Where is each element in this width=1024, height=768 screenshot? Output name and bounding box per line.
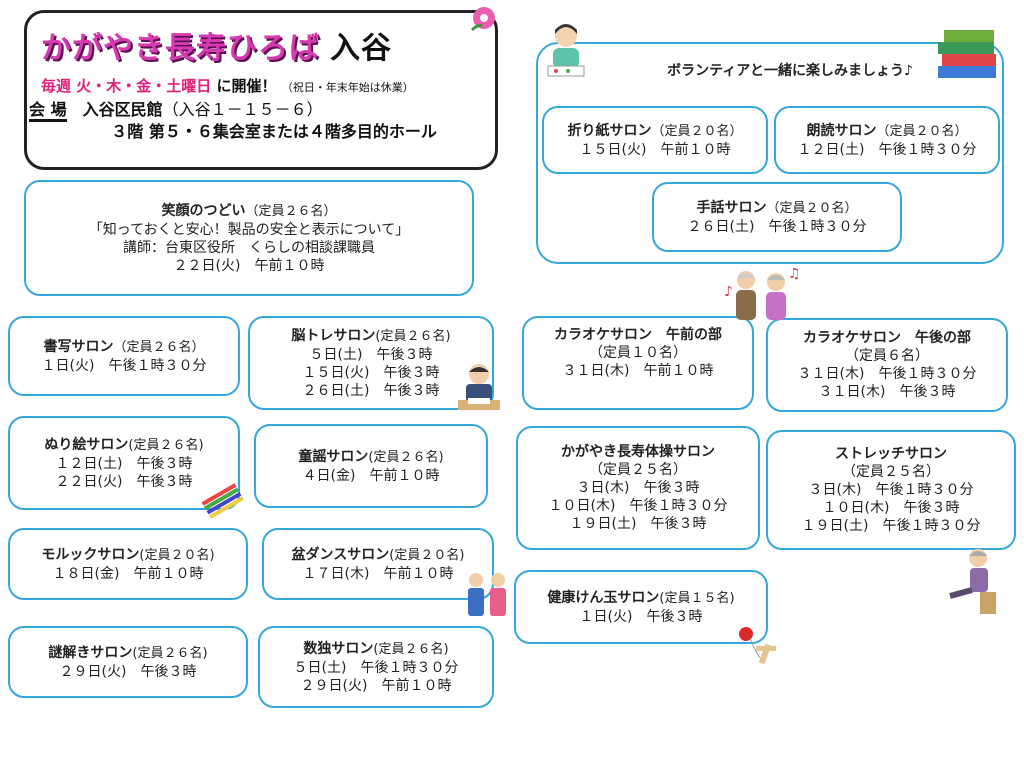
event-line: ２６日(土) 午後３時 — [302, 382, 440, 399]
event-noutore: 脳トレサロン(定員２６名) ５日(土) 午後３時 １５日(火) 午後３時 ２６日… — [248, 316, 494, 410]
volunteer-drawing-icon — [547, 24, 585, 77]
event-title: 健康けん玉サロン(定員１５名) — [547, 589, 735, 606]
event-line: １５日(火) 午前１０時 — [579, 141, 731, 158]
open-note: （祝日・年末年始は休業） — [281, 81, 414, 94]
event-title: かがやき長寿体操サロン — [561, 444, 715, 460]
event-line: ２６日(土) 午後１時３０分 — [687, 218, 867, 235]
bon-dance-kids-icon — [468, 573, 506, 616]
header-panel: かがやき長寿ひろば入谷 毎週 火・木・金・土曜日 に開催！ （祝日・年末年始は休… — [24, 10, 498, 170]
event-line: （定員１０名） — [589, 345, 687, 361]
event-title: ストレッチサロン — [835, 446, 947, 462]
event-title: 書写サロン（定員２６名） — [43, 338, 205, 355]
event-line: １日(火) 午後３時 — [579, 608, 703, 625]
event-line: （定員２５名） — [842, 464, 940, 480]
books-icon — [938, 30, 996, 78]
event-douyou: 童謡サロン(定員２６名) ４日(金) 午前１０時 — [254, 424, 488, 508]
event-title: モルックサロン(定員２０名) — [41, 546, 215, 563]
colored-pencils-icon — [201, 483, 244, 519]
event-line: ２９日(火) 午前１０時 — [300, 677, 452, 694]
event-line: １８日(金) 午前１０時 — [52, 565, 204, 582]
event-title: 折り紙サロン（定員２０名） — [567, 122, 743, 139]
event-line: １９日(土) 午後３時 — [569, 516, 707, 532]
event-line: １２日(土) 午後１時３０分 — [797, 141, 977, 158]
event-bondance: 盆ダンスサロン(定員２０名) １７日(木) 午前１０時 — [262, 528, 494, 600]
event-line: １７日(木) 午前１０時 — [302, 565, 454, 582]
morning-glory-icon — [470, 7, 495, 32]
event-line: ３日(木) 午後３時 — [576, 480, 700, 496]
volunteer-section — [536, 42, 1004, 264]
event-line: （定員２５名） — [589, 462, 687, 478]
stretching-woman-icon — [949, 549, 996, 614]
event-title: 童謡サロン(定員２６名) — [298, 448, 444, 465]
event-title: カラオケサロン 午前の部 — [554, 327, 722, 343]
event-line: ２９日(火) 午後３時 — [59, 663, 197, 680]
event-line: ５日(土) 午後１時３０分 — [293, 659, 459, 676]
title-text: かがやき長寿ひろば — [41, 31, 320, 66]
venue-info: 会 場 入谷区民館（入谷１－１５－６） ３階 第５・６集会室または４階多目的ホー… — [29, 99, 437, 143]
event-stretch: ストレッチサロン （定員２５名） ３日(木) 午後１時３０分 １０日(木) 午後… — [766, 430, 1016, 550]
open-days: 火・木・金・土曜日 — [76, 77, 212, 95]
event-sudoku: 数独サロン(定員２６名) ５日(土) 午後１時３０分 ２９日(火) 午前１０時 — [258, 626, 494, 708]
svg-text:♪: ♪ — [724, 284, 733, 300]
event-title: 脳トレサロン(定員２６名) — [291, 327, 451, 344]
karaoke-singers-icon: ♪♫ — [724, 266, 801, 320]
brain-training-man-icon — [458, 364, 500, 410]
event-nurie: ぬり絵サロン(定員２６名) １２日(土) 午後３時 ２２日(火) 午後３時 — [8, 416, 240, 510]
event-roudoku: 朗読サロン（定員２０名） １２日(土) 午後１時３０分 — [774, 106, 1000, 174]
svg-text:♫: ♫ — [788, 266, 801, 282]
open-suffix: に開催！ — [216, 77, 277, 95]
event-line: ３１日(木) 午後３時 — [818, 384, 956, 400]
event-line: ２２日(火) 午後３時 — [55, 473, 193, 490]
event-line: １５日(火) 午後３時 — [302, 364, 440, 381]
event-title: 謎解きサロン(定員２６名) — [48, 644, 208, 661]
venue-name: 入谷区民館 — [82, 100, 163, 119]
event-line: 講師：台東区役所 くらしの相談課職員 — [123, 239, 375, 256]
event-karaoke-am: カラオケサロン 午前の部 （定員１０名） ３１日(木) 午前１０時 — [522, 316, 754, 410]
event-line: １日(火) 午後１時３０分 — [41, 357, 207, 374]
volunteer-title: ボランティアと一緒に楽しみましょう♪ — [667, 63, 913, 79]
page-title: かがやき長寿ひろば入谷 — [41, 23, 392, 67]
title-place: 入谷 — [330, 31, 392, 66]
event-line: 「知っておくと安心！製品の安全と表示について」 — [88, 221, 410, 238]
event-line: １０日(木) 午後１時３０分 — [548, 498, 728, 514]
event-nazotoki: 謎解きサロン(定員２６名) ２９日(火) 午後３時 — [8, 626, 248, 698]
event-title: カラオケサロン 午後の部 — [803, 330, 971, 346]
event-title: ぬり絵サロン(定員２６名) — [44, 436, 204, 453]
event-title: 朗読サロン（定員２０名） — [806, 122, 968, 139]
event-molkky: モルックサロン(定員２０名) １８日(金) 午前１０時 — [8, 528, 248, 600]
event-shosha: 書写サロン（定員２６名） １日(火) 午後１時３０分 — [8, 316, 240, 396]
event-shuwa: 手話サロン（定員２０名） ２６日(土) 午後１時３０分 — [652, 182, 902, 252]
event-line: １０日(木) 午後３時 — [822, 500, 960, 516]
event-egao: 笑顔のつどい（定員２６名） 「知っておくと安心！製品の安全と表示について」 講師… — [24, 180, 474, 296]
event-line: １２日(土) 午後３時 — [55, 455, 193, 472]
opening-days: 毎週 火・木・金・土曜日 に開催！ （祝日・年末年始は休業） — [41, 75, 414, 96]
event-line: ２２日(火) 午前１０時 — [173, 257, 325, 274]
event-title: 盆ダンスサロン(定員２０名) — [291, 546, 465, 563]
event-line: ３日(木) 午後１時３０分 — [808, 482, 974, 498]
event-title: 数独サロン(定員２６名) — [303, 640, 449, 657]
event-origami: 折り紙サロン（定員２０名） １５日(火) 午前１０時 — [542, 106, 768, 174]
venue-address: （入谷１－１５－６） — [162, 100, 323, 119]
event-taisou: かがやき長寿体操サロン （定員２５名） ３日(木) 午後３時 １０日(木) 午後… — [516, 426, 760, 550]
event-line: （定員６名） — [845, 348, 929, 364]
event-line: １９日(土) 午後１時３０分 — [801, 518, 981, 534]
open-prefix: 毎週 — [41, 77, 72, 95]
event-title: 笑顔のつどい（定員２６名） — [161, 202, 337, 219]
event-line: ３１日(木) 午後１時３０分 — [797, 366, 977, 382]
event-line: ３１日(木) 午前１０時 — [562, 363, 714, 379]
kendama-icon — [739, 627, 776, 665]
venue-rooms: ３階 第５・６集会室または４階多目的ホール — [111, 122, 437, 141]
event-line: ４日(金) 午前１０時 — [302, 467, 440, 484]
venue-label: 会 場 — [29, 100, 67, 122]
event-karaoke-pm: カラオケサロン 午後の部 （定員６名） ３１日(木) 午後１時３０分 ３１日(木… — [766, 318, 1008, 412]
event-title: 手話サロン（定員２０名） — [696, 199, 858, 216]
event-kendama: 健康けん玉サロン(定員１５名) １日(火) 午後３時 — [514, 570, 768, 644]
event-line: ５日(土) 午後３時 — [309, 346, 433, 363]
